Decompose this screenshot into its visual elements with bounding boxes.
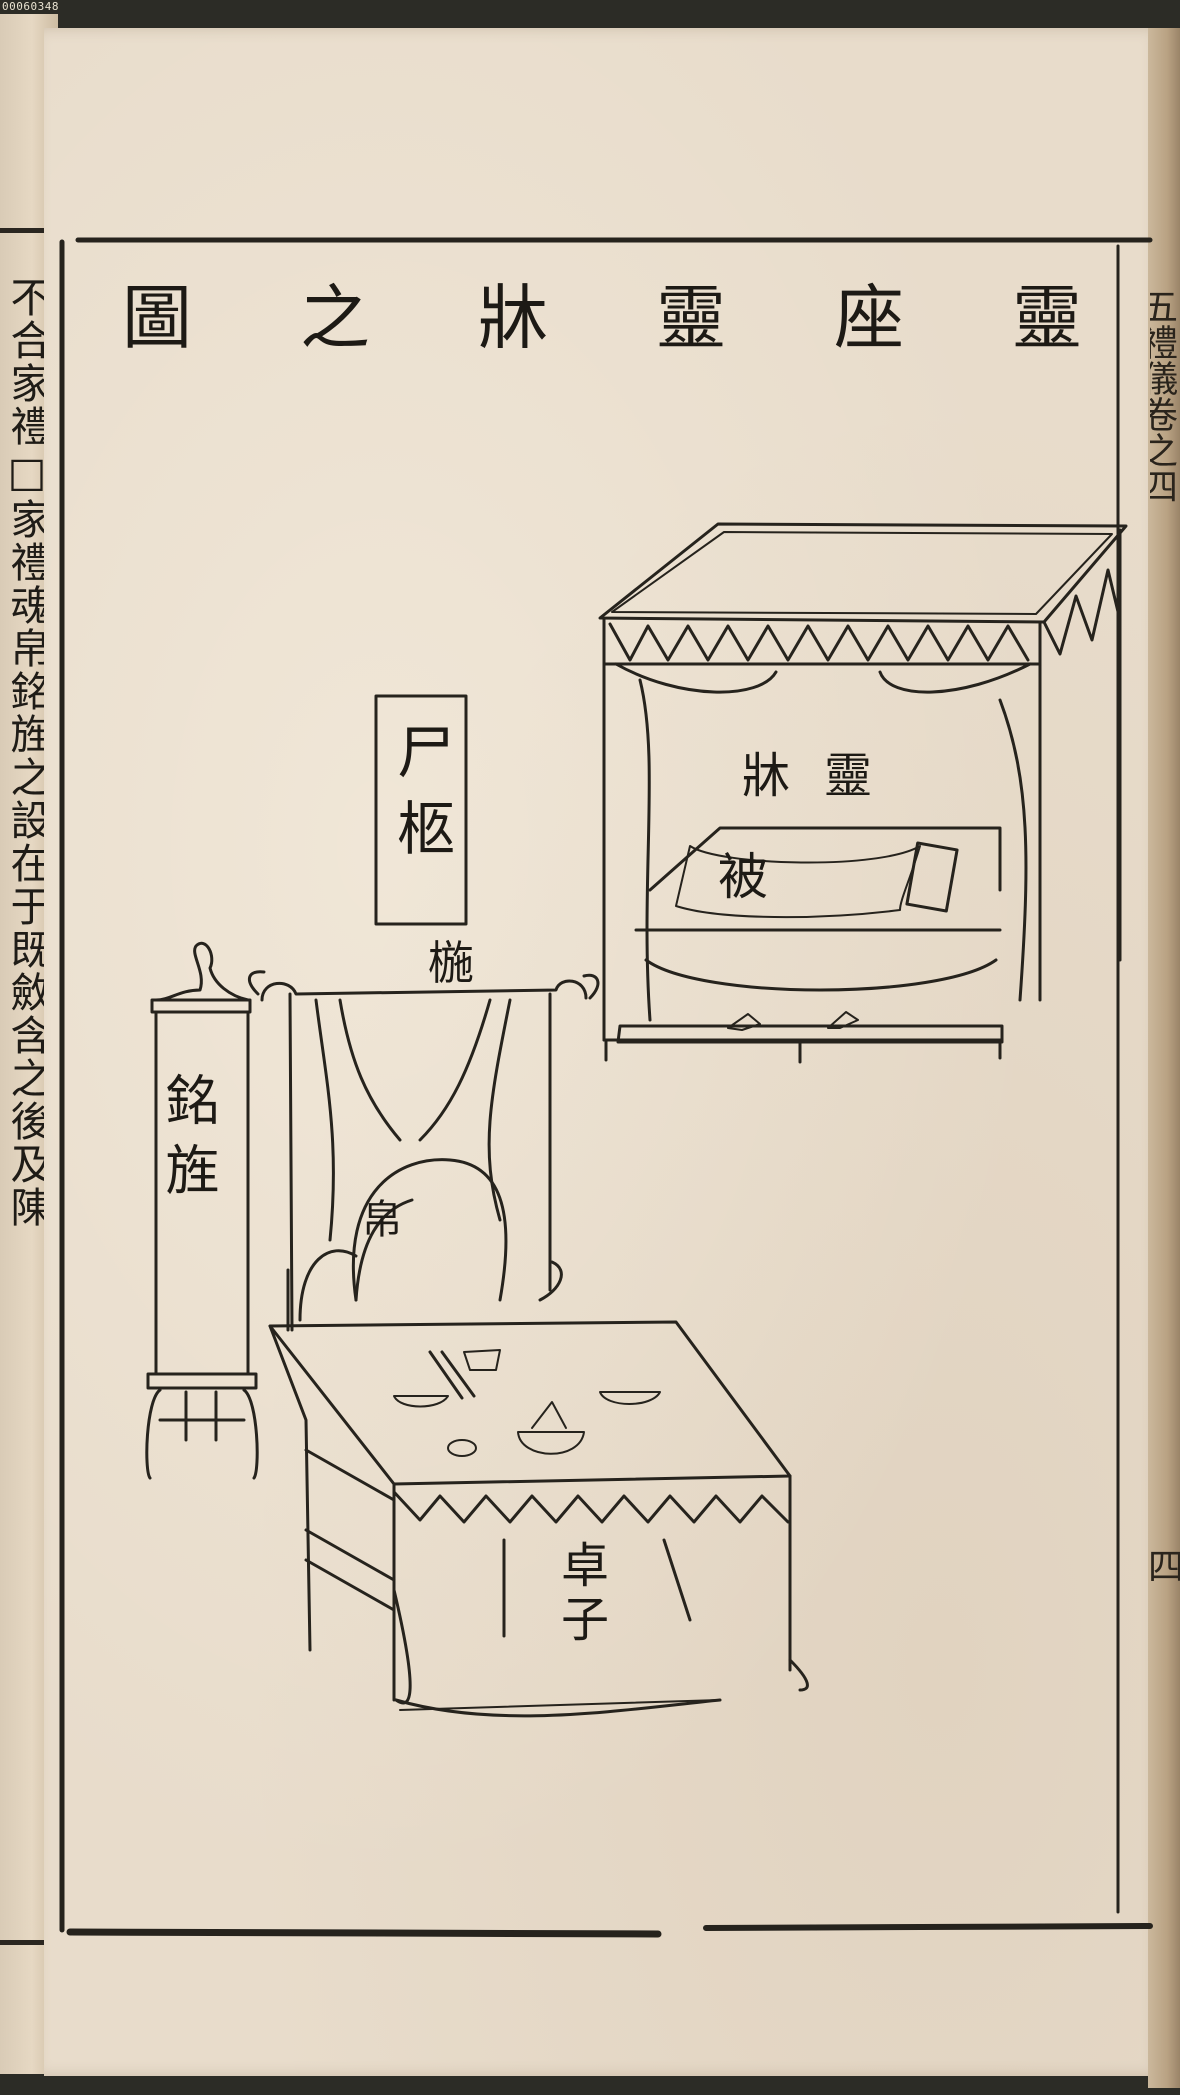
label-spirit-bed: 靈牀 (742, 748, 907, 804)
left-page-text-column: 不合家禮□家禮魂帛銘旌之設在于既斂含之後及陳 (3, 276, 51, 1229)
illustration-title: 靈 座 靈 牀 之 圖 (112, 262, 1092, 372)
banner-drawing (145, 942, 259, 1480)
title-char-2: 座 (834, 277, 904, 359)
scan-id: 00060348 (2, 0, 59, 13)
edge-running-title: 五禮儀卷之四 (1150, 288, 1177, 504)
printed-frame (59, 237, 1153, 1938)
label-quilt: 被 (718, 848, 768, 906)
title-char-4: 牀 (478, 277, 548, 359)
page (44, 28, 1164, 2076)
canopy-chair-drawing (248, 970, 600, 1332)
label-canopy-chair: 椸 (428, 936, 474, 990)
spirit-bed-drawing (598, 522, 1128, 1064)
label-banner: 銘旌 (156, 1072, 219, 1212)
title-char-3: 靈 (656, 277, 726, 359)
title-char-6: 圖 (122, 277, 192, 359)
title-char-5: 之 (300, 277, 370, 359)
label-silk-effigy: 帛 (362, 1197, 402, 1243)
title-char-1: 靈 (1012, 277, 1082, 359)
table-drawing (268, 1320, 809, 1718)
right-page-edge: 五禮儀卷之四 四 (1148, 28, 1180, 2088)
label-box (374, 694, 468, 926)
label-corpse-frame: 尸柩 (387, 722, 455, 874)
label-table: 卓子 (552, 1540, 608, 1648)
edge-folio: 四 (1148, 1547, 1180, 1588)
